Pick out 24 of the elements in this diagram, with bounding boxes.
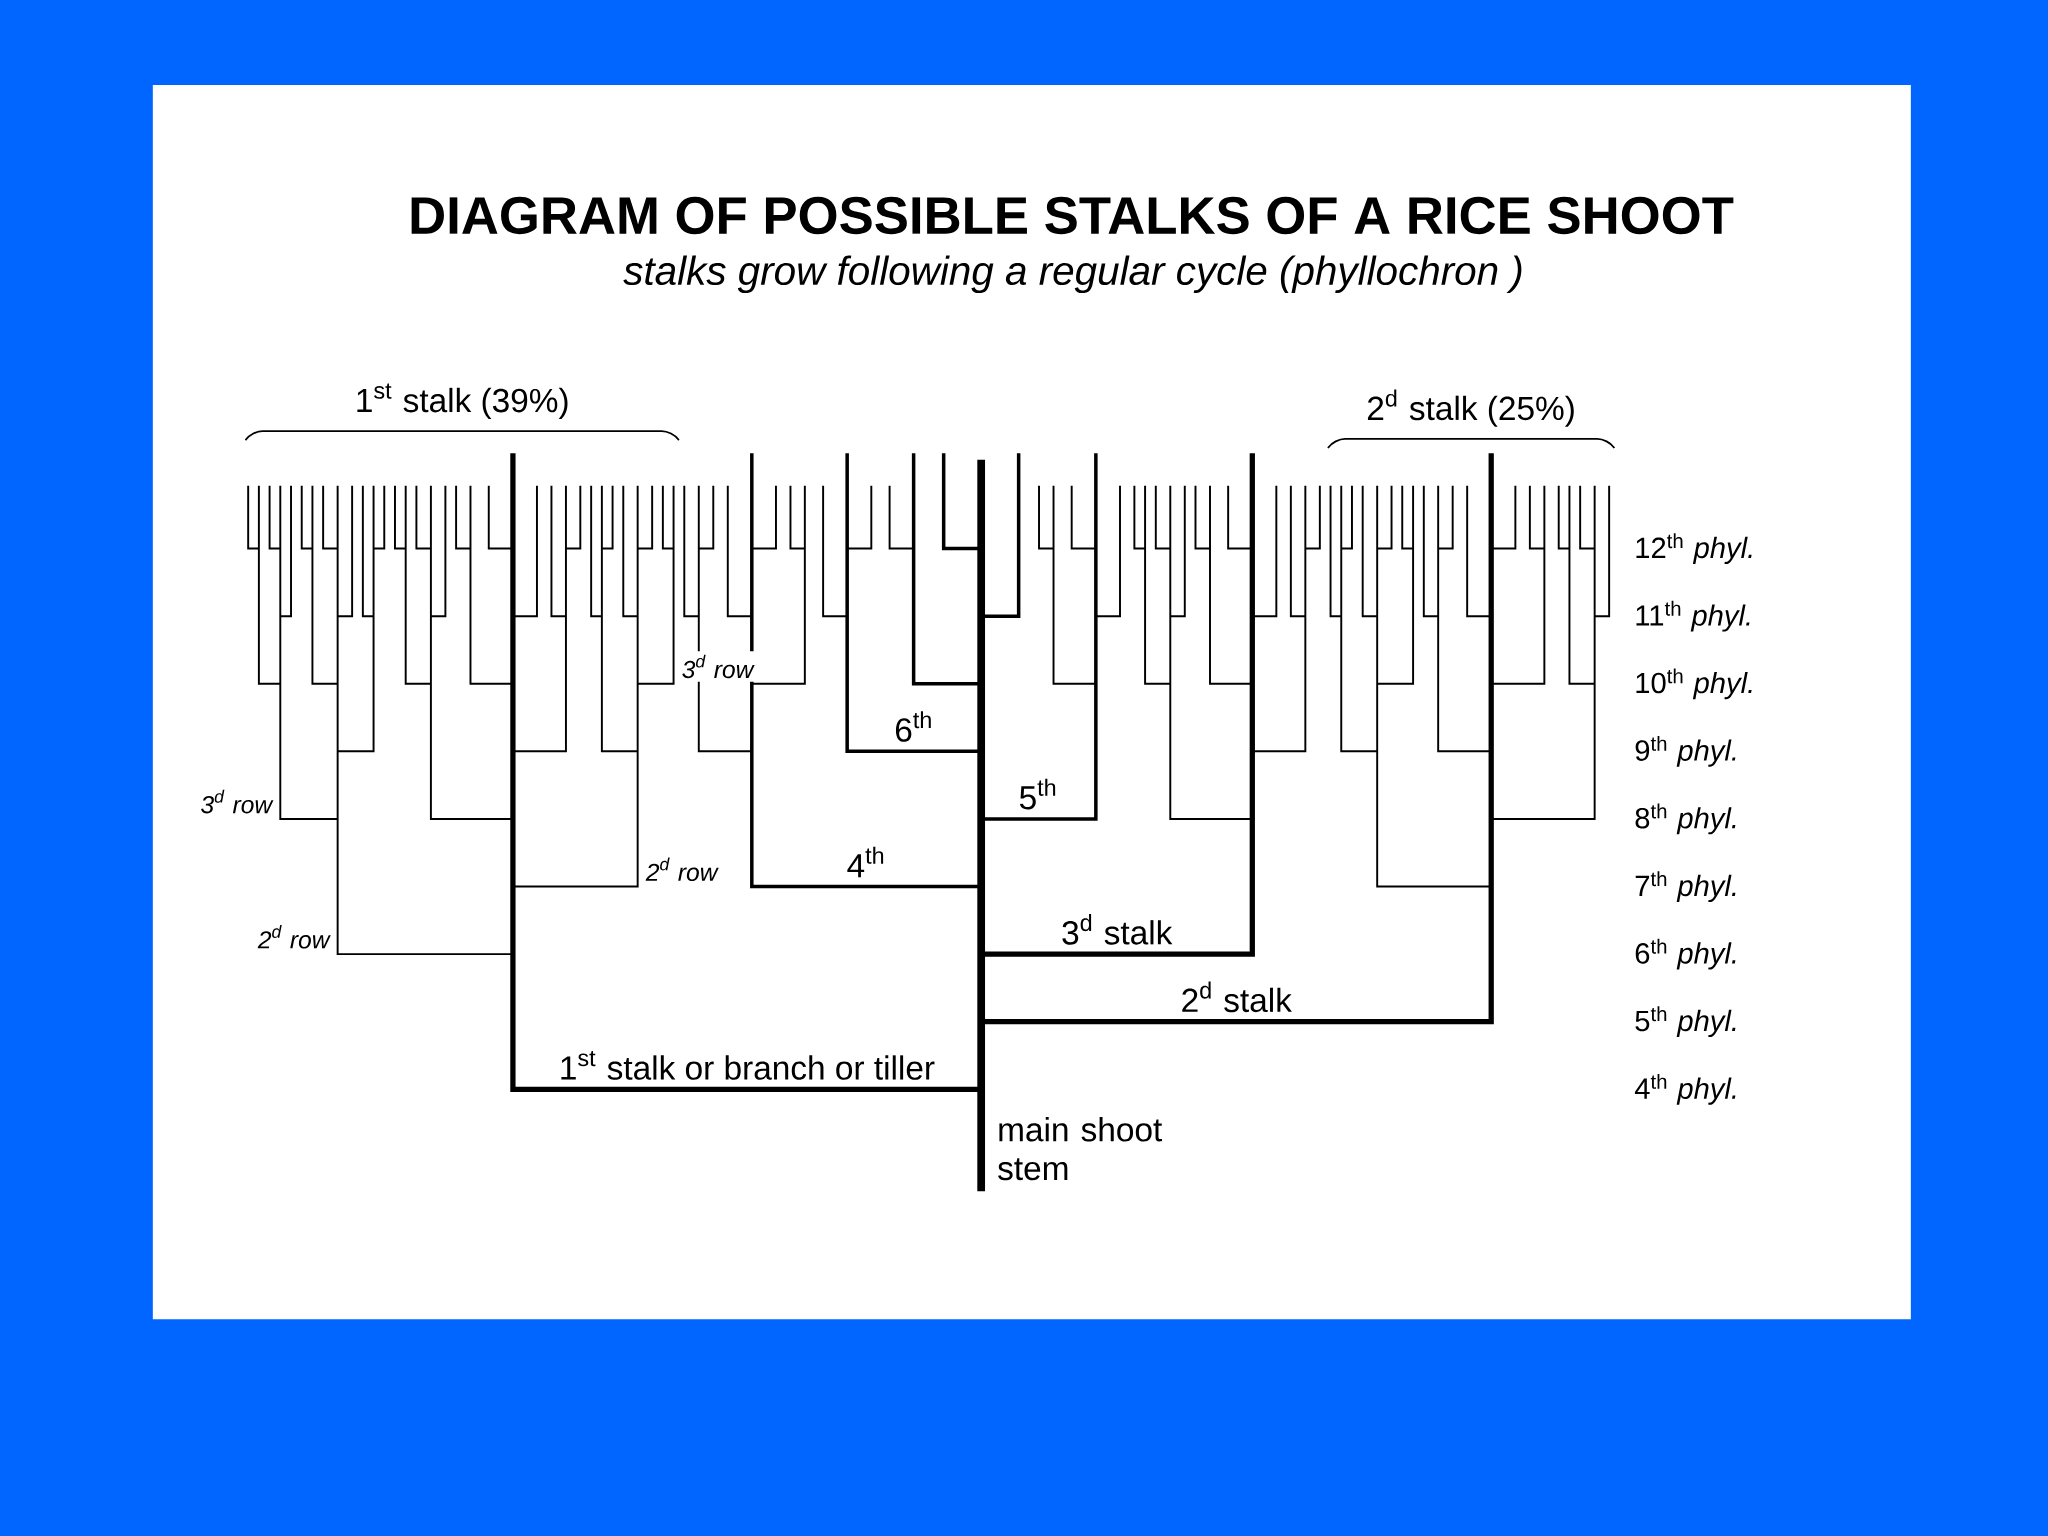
stalk-label: 3$^{d}$ stalk — [1062, 914, 1173, 945]
subtitle: stalks grow following a regular cycle (phyllochron ) — [623, 255, 1522, 294]
phyllochron-label: 6$^{th}$ phyl. — [1635, 938, 1736, 970]
stalk-label: 1$^{st}$ stalk or branch or tiller — [561, 1051, 935, 1080]
phyllochron-label: 12$^{th}$ phyl. — [1636, 533, 1752, 564]
stalk-label: 5$^{th}$ — [1019, 778, 1056, 810]
stalk-label: 6$^{th}$ — [895, 711, 931, 742]
stem-label: main shoot stem — [998, 1117, 1163, 1181]
stalk-label: 2$^{d}$ stalk — [1182, 981, 1292, 1013]
row-label: 3$^{d}$ row — [196, 786, 276, 817]
phyllochron-label: 10$^{th}$ phyl. — [1636, 668, 1752, 700]
row-label: 2$^{d}$ row — [642, 854, 721, 885]
row-label: 2$^{d}$ row — [254, 921, 333, 953]
bracket-label: 2$^{d}$ stalk (25%) — [1367, 389, 1574, 427]
bracket-label: 1$^{st}$ stalk (39%) — [357, 383, 568, 419]
stalk-label: 4$^{th}$ — [847, 846, 884, 878]
diagram-title: DIAGRAM OF POSSIBLE STALKS OF A RICE SHOOT — [411, 196, 1734, 235]
row-label: 3$^{d}$ row — [678, 651, 757, 682]
phyllochron-label: 9$^{th}$ phyl. — [1635, 735, 1736, 767]
phyllochron-label: 4$^{th}$ phyl. — [1634, 1073, 1736, 1105]
phyllochron-label: 5$^{th}$ phyl. — [1635, 1006, 1736, 1038]
phyllochron-label: 7$^{th}$ phyl. — [1635, 871, 1736, 902]
phyllochron-label: 11$^{th}$ phyl. — [1636, 600, 1750, 632]
phyllochron-label: 8$^{th}$ phyl. — [1635, 803, 1736, 835]
